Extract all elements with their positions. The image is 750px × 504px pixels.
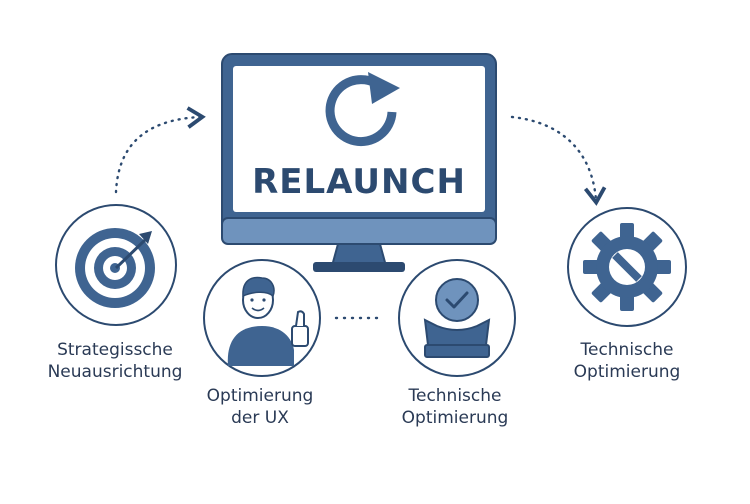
- monitor: RELAUNCH: [221, 53, 497, 272]
- tech-gear-node: [567, 207, 687, 327]
- strategy-label-line1: Strategissche: [57, 340, 173, 360]
- monitor-chin: [221, 217, 497, 245]
- tech-gear-label-line1: Technische: [580, 340, 674, 360]
- tech-check-label-line2: Optimierung: [401, 408, 509, 428]
- checkmark-badge-icon: [423, 278, 491, 358]
- refresh-icon: [325, 72, 400, 147]
- strategy-label: Strategissche Neuausrichtung: [30, 339, 200, 383]
- person-thumbs-up-icon: [227, 276, 309, 366]
- tech-check-label-line1: Technische: [408, 386, 502, 406]
- monitor-stand: [313, 262, 405, 272]
- ux-node: [203, 259, 321, 377]
- ux-label: Optimierung der UX: [190, 385, 330, 429]
- strategy-node: [55, 204, 177, 326]
- connector-right-arrow: [510, 115, 607, 206]
- monitor-title: RELAUNCH: [252, 162, 466, 202]
- strategy-label-line2: Neuausrichtung: [47, 362, 183, 382]
- ux-label-line2: der UX: [231, 408, 289, 428]
- gear-icon: [583, 223, 671, 311]
- tech-gear-label-line2: Optimierung: [573, 362, 681, 382]
- tech-gear-label: Technische Optimierung: [557, 339, 697, 383]
- tech-check-node: [398, 259, 516, 377]
- target-icon: [75, 228, 155, 308]
- ux-label-line1: Optimierung: [206, 386, 314, 406]
- connector-left-arrow: [114, 106, 206, 194]
- tech-check-label: Technische Optimierung: [385, 385, 525, 429]
